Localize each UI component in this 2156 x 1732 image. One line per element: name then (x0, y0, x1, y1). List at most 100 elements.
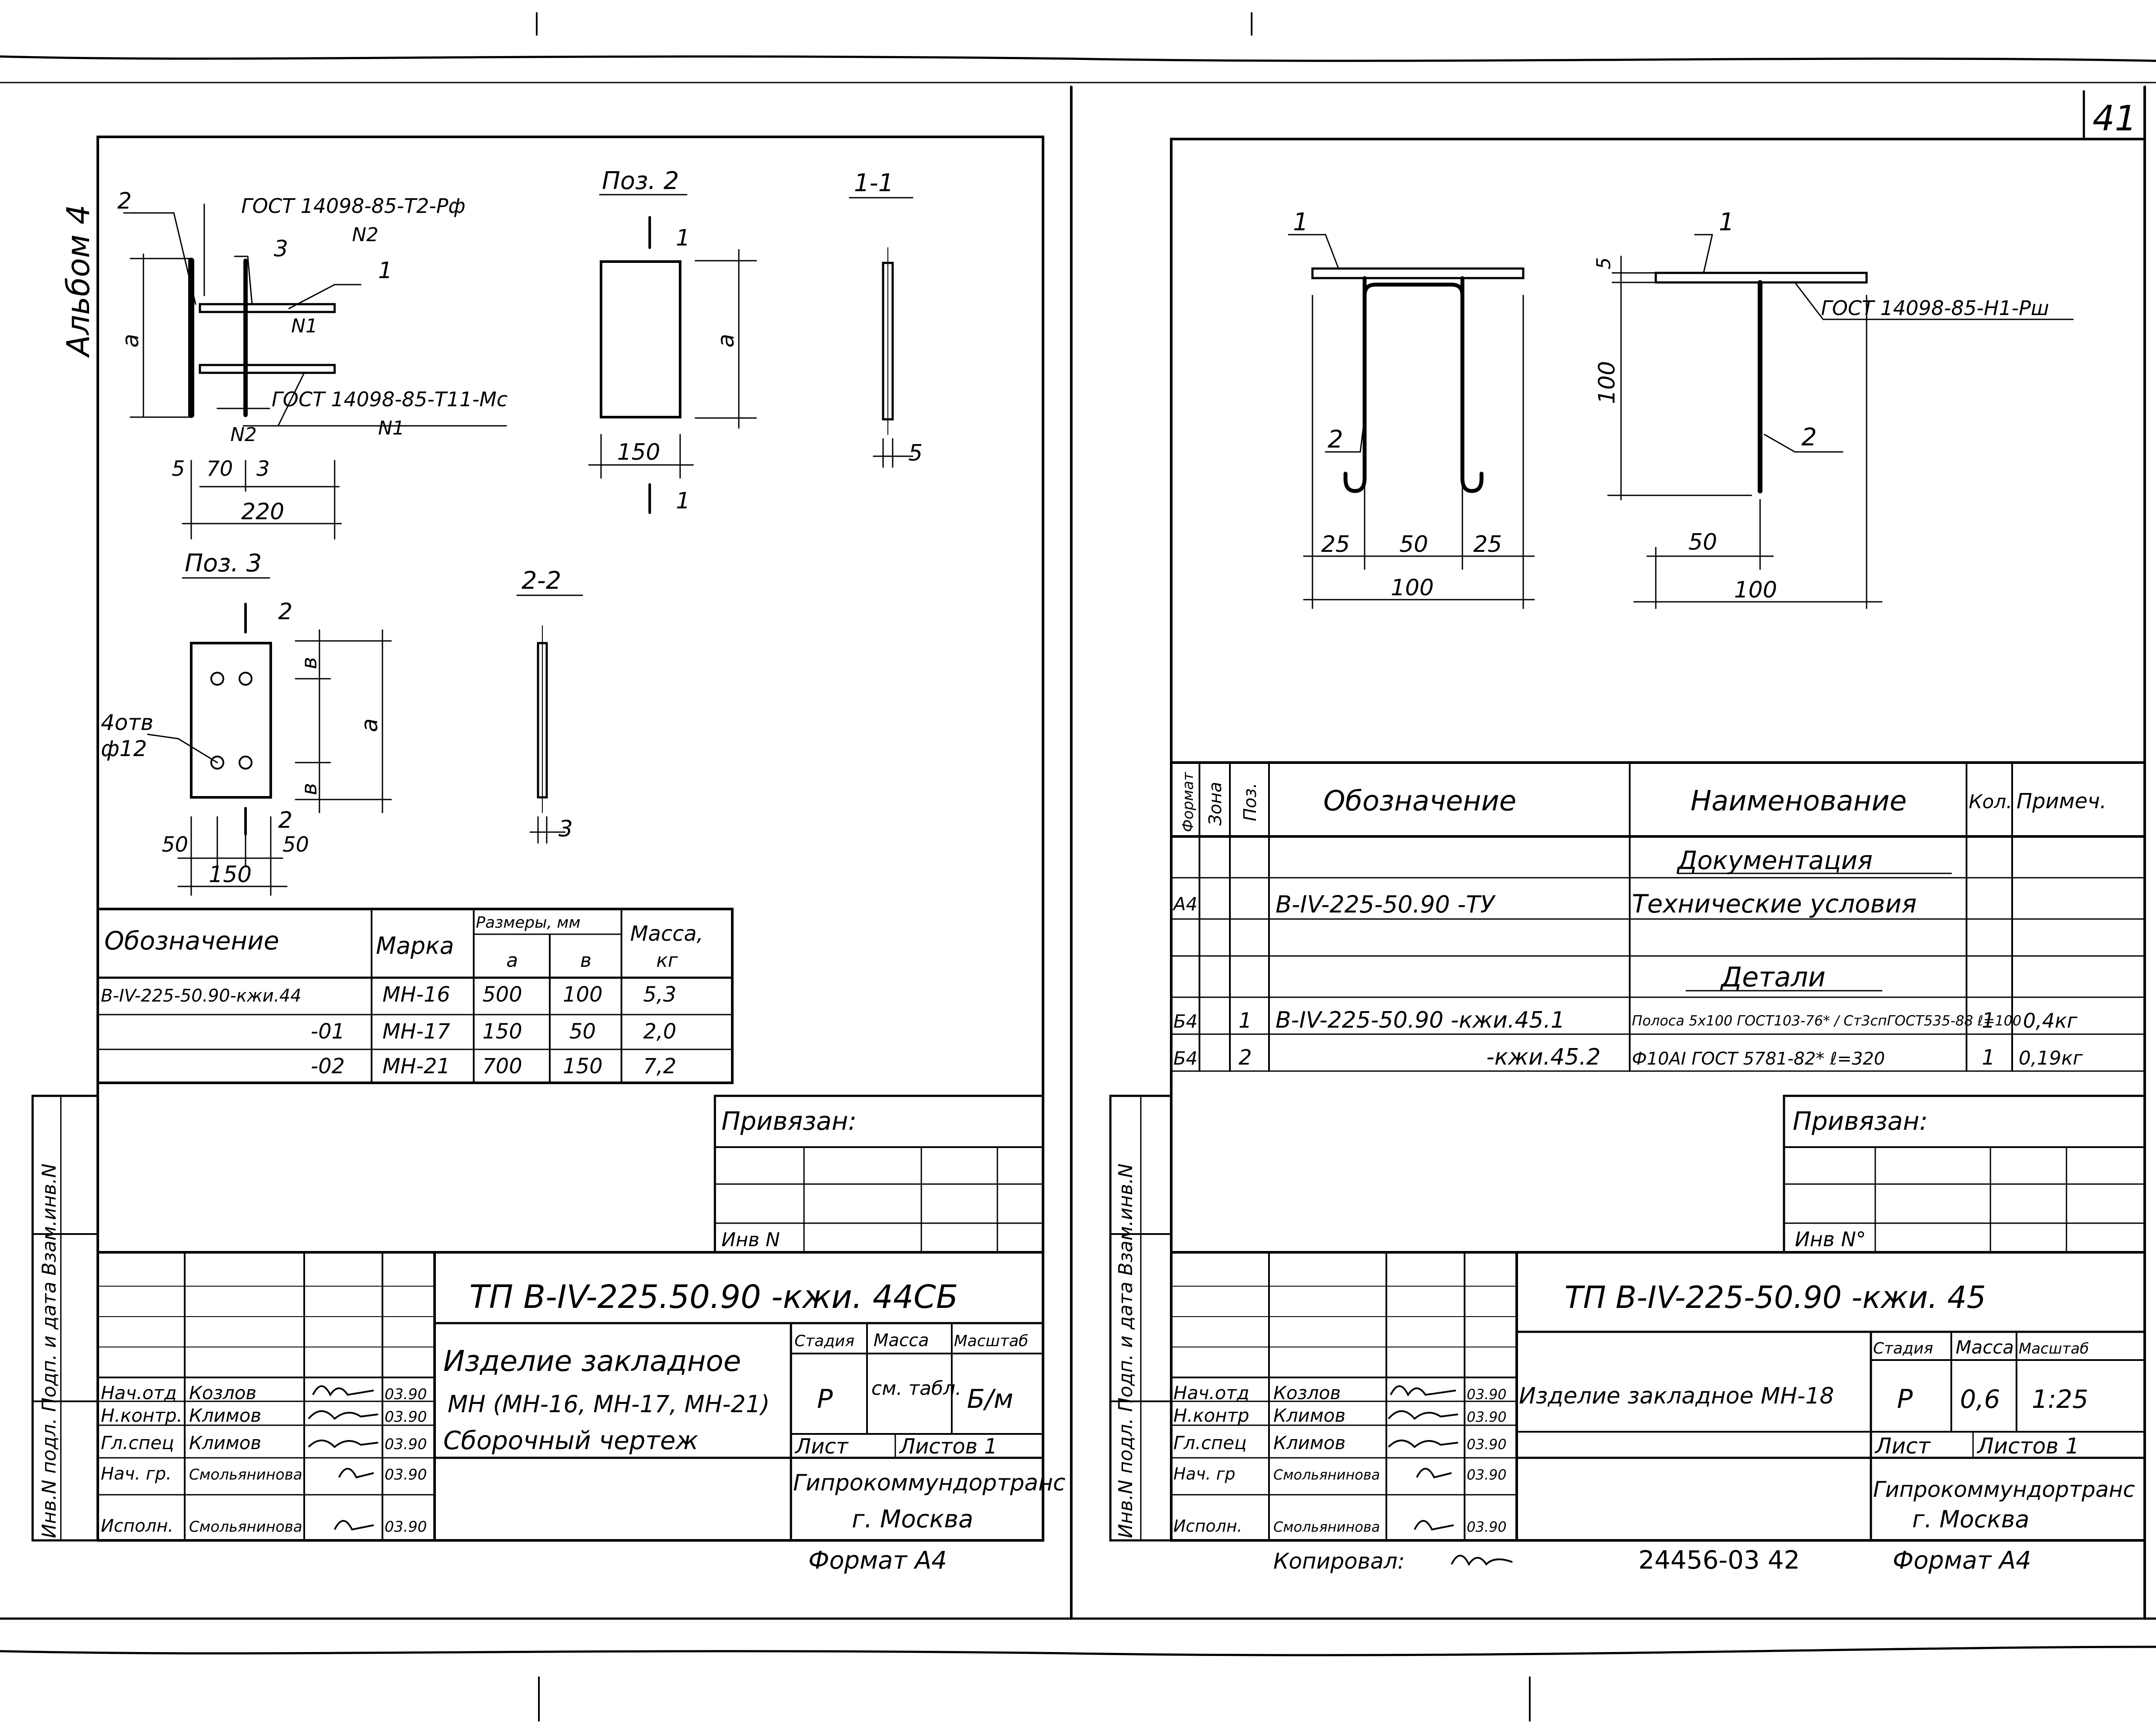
r-dim-100v: 100 (1594, 361, 1620, 404)
table-row-2-mass: 2,0 (643, 1019, 676, 1044)
table-header-mass: Масса, (630, 922, 703, 946)
right-person-role-1: Нач.отд (1173, 1382, 1249, 1404)
spec-row-2-note: 0,19кг (2019, 1047, 2083, 1069)
pos2-cut-bottom: 1 (676, 488, 690, 514)
right-scale: 1:25 (2032, 1384, 2088, 1414)
right-scale-header: Масштаб (2019, 1340, 2089, 1357)
dim-3: 3 (256, 457, 270, 481)
right-doc-code: ТП В-IV-225-50.90 -кжи. 45 (1565, 1280, 1986, 1315)
left-person-date-2: 03.90 (385, 1408, 427, 1426)
table-row-1-mark: МН-16 (382, 982, 450, 1007)
callout-3: 3 (274, 236, 288, 262)
spec-row-1-format: Б4 (1173, 1011, 1198, 1032)
left-scale: Б/м (967, 1384, 1013, 1414)
weld-spec-bottom-sub: N1 (378, 417, 405, 439)
left-title-3: Сборочный чертеж (443, 1426, 698, 1455)
section-1-1-title: 1-1 (854, 169, 894, 197)
spec-row-1-qty: 1 (1982, 1009, 1995, 1033)
right-city: г. Москва (1912, 1506, 2030, 1533)
right-person-date-4: 03.90 (1467, 1467, 1507, 1483)
page-number: 41 (2093, 98, 2137, 139)
footer-number: 24456-03 42 (1638, 1545, 1800, 1575)
spec-section-parts: Детали (1720, 961, 1826, 993)
table-header-mass-unit: кг (656, 949, 678, 972)
spec-row-2-designation: -кжи.45.2 (1486, 1044, 1601, 1070)
left-person-name-5: Смольянинова (189, 1518, 302, 1536)
table-header-b: в (580, 949, 591, 972)
left-title-1: Изделие закладное (443, 1344, 741, 1378)
spec-header-name: Наименование (1691, 785, 1907, 817)
section-2-2-thickness: 3 (558, 816, 573, 842)
left-person-role-2: Н.контр. (101, 1405, 183, 1426)
pos2-title: Поз. 2 (602, 167, 679, 195)
right-privyazan: Привязан: (1793, 1106, 1928, 1136)
table-row-3-a: 700 (482, 1054, 522, 1078)
left-person-role-3: Гл.спец (101, 1432, 174, 1453)
pos3-width: 150 (209, 862, 252, 888)
left-sheet-label: Лист (794, 1434, 849, 1459)
weld-spec-bottom: ГОСТ 14098-85-Т11-Мс (272, 388, 508, 411)
table-row-3-b: 150 (563, 1054, 603, 1078)
right-person-name-1: Козлов (1273, 1382, 1341, 1404)
right-side-strip: Инв.N подл. Подп. и дата Взам.инв.N (1115, 1164, 1137, 1538)
weld-n1: N1 (291, 315, 318, 337)
spec-section-docs: Документация (1676, 846, 1873, 875)
left-format: Формат А4 (808, 1546, 947, 1575)
left-person-name-2: Климов (189, 1405, 261, 1426)
right-person-name-2: Климов (1273, 1405, 1345, 1426)
r-dim-25b: 25 (1473, 531, 1502, 557)
dim-220: 220 (241, 499, 284, 525)
left-doc-code: ТП В-IV-225.50.90 -кжи. 44СБ (469, 1278, 958, 1316)
pos3-holes: 4отв (101, 710, 153, 735)
pos3-title: Поз. 3 (185, 549, 262, 577)
spec-row-1-pos: 1 (1239, 1009, 1252, 1033)
right-inv: Инв N° (1795, 1228, 1866, 1251)
spec-docs-format: А4 (1172, 893, 1197, 915)
left-person-role-1: Нач.отд (101, 1382, 177, 1404)
r-callout-1a: 1 (1293, 208, 1309, 236)
r-callout-2b: 2 (1801, 423, 1817, 451)
spec-row-2-qty: 1 (1982, 1045, 1995, 1070)
left-person-name-1: Козлов (189, 1382, 256, 1404)
pos3-dim-b-top: в (297, 657, 322, 669)
spec-docs-name: Технические условия (1632, 889, 1917, 919)
left-side-strip: Инв.N подл. Подп. и дата Взам.инв.N (38, 1164, 60, 1538)
left-sheets-label: Листов 1 (899, 1434, 997, 1459)
left-person-date-4: 03.90 (385, 1466, 427, 1483)
right-stage: Р (1897, 1384, 1913, 1414)
r-dim-5: 5 (1593, 257, 1615, 269)
table-row-3-mark: МН-21 (382, 1054, 450, 1078)
weld-n2: N2 (230, 424, 257, 446)
right-mass-header: Масса (1956, 1337, 2014, 1358)
pos2-cut-top: 1 (676, 225, 690, 251)
table-row-3-mass: 7,2 (643, 1054, 676, 1078)
right-person-date-2: 03.90 (1467, 1409, 1507, 1425)
left-signature-marks (308, 1385, 379, 1531)
right-title: Изделие закладное МН-18 (1519, 1383, 1834, 1409)
weld-spec-top: ГОСТ 14098-85-Т2-Рф (241, 194, 465, 218)
left-privyazan: Привязан: (721, 1106, 857, 1136)
left-scale-header: Масштаб (954, 1332, 1028, 1350)
right-copied: Копировал: (1273, 1549, 1405, 1574)
left-mass-header: Масса (874, 1331, 929, 1350)
pos3-dim-b-bottom: в (297, 783, 322, 795)
right-person-role-3: Гл.спец (1173, 1432, 1247, 1453)
left-person-name-4: Смольянинова (189, 1466, 302, 1483)
dim-70: 70 (206, 457, 233, 481)
table-header-sizes: Размеры, мм (476, 914, 581, 932)
pos3-hole-dia: ф12 (101, 736, 147, 761)
right-stage-header: Стадия (1873, 1340, 1933, 1357)
left-city: г. Москва (852, 1505, 973, 1533)
right-signature-marks (1388, 1385, 1513, 1566)
pos2-width: 150 (617, 439, 660, 465)
right-format: Формат А4 (1893, 1546, 2031, 1575)
left-org: Гипрокоммундортранс (793, 1470, 1066, 1496)
right-person-role-2: Н.контр (1173, 1405, 1249, 1426)
left-person-date-5: 03.90 (385, 1518, 427, 1536)
r-weld-spec: ГОСТ 14098-85-Н1-Рш (1821, 296, 2049, 320)
r-callout-2a: 2 (1328, 425, 1343, 454)
table-row-1-mass: 5,3 (643, 982, 676, 1007)
table-row-1-a: 500 (482, 982, 522, 1007)
spec-header-pos: Поз. (1240, 783, 1260, 821)
